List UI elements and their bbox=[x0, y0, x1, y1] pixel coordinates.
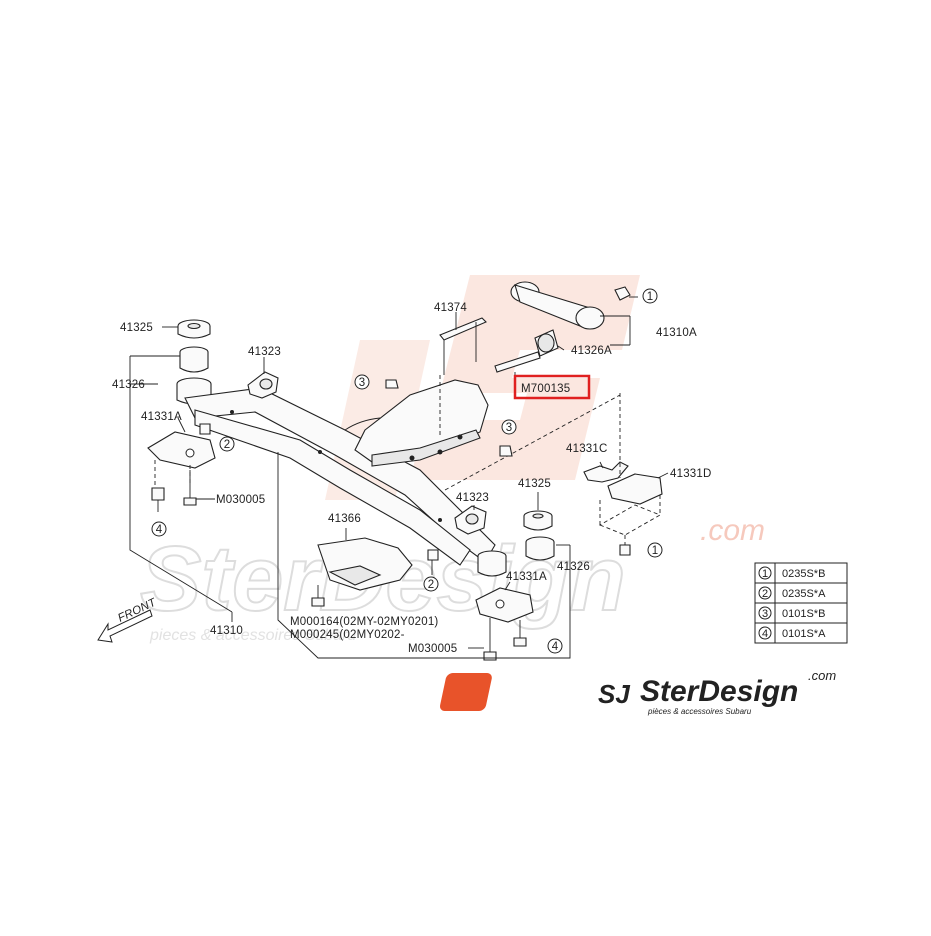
label-41331A-left: 41331A bbox=[141, 411, 182, 423]
svg-text:1: 1 bbox=[762, 568, 768, 580]
logo-badge-letters: SJ bbox=[598, 679, 630, 709]
label-41325-left: 41325 bbox=[120, 322, 153, 334]
label-41326-right: 41326 bbox=[557, 561, 590, 573]
callout-3-left: 3 bbox=[354, 374, 370, 390]
logo-brand: SterDesign bbox=[640, 675, 798, 708]
label-41374: 41374 bbox=[434, 302, 467, 314]
watermark-com: .com bbox=[700, 514, 765, 547]
label-41323-mid: 41323 bbox=[456, 492, 489, 504]
label-41323-top: 41323 bbox=[248, 346, 281, 358]
label-M030005-bottom: M030005 bbox=[408, 643, 457, 655]
right-mount-stack bbox=[477, 510, 555, 577]
bracket-41331D bbox=[598, 473, 663, 548]
callout-1-top: 1 bbox=[642, 288, 658, 304]
highlight-box bbox=[513, 374, 591, 400]
svg-text:4: 4 bbox=[552, 641, 559, 653]
legend-row-4: 4 0101S*A bbox=[758, 626, 826, 640]
svg-text:3: 3 bbox=[762, 608, 768, 620]
svg-text:3: 3 bbox=[506, 422, 513, 434]
label-41366: 41366 bbox=[328, 513, 361, 525]
logo-com: .com bbox=[808, 668, 836, 683]
callout-4-right: 4 bbox=[547, 638, 563, 654]
label-41331A-right: 41331A bbox=[506, 571, 547, 583]
label-41326-left: 41326 bbox=[112, 379, 145, 391]
legend-row-2: 2 0235S*A bbox=[758, 586, 826, 600]
bracket-41374 bbox=[439, 317, 487, 435]
legend-row-3: 3 0101S*B bbox=[758, 606, 825, 620]
label-41331D: 41331D bbox=[670, 468, 711, 480]
bracket-41331C bbox=[583, 461, 629, 483]
label-M030005-left: M030005 bbox=[216, 494, 265, 506]
label-41331C: 41331C bbox=[566, 443, 607, 455]
legend-row-1: 1 0235S*B bbox=[758, 566, 825, 580]
part-labels: 41325 41326 41323 41331A M030005 41374 4… bbox=[112, 302, 711, 655]
svg-text:3: 3 bbox=[359, 377, 366, 389]
svg-text:0101S*B: 0101S*B bbox=[782, 608, 825, 620]
dashed-region-outline bbox=[444, 393, 621, 491]
label-41310A: 41310A bbox=[656, 327, 697, 339]
fastener-legend: 1 0235S*B 2 0235S*A 3 0101S*B 4 0101S*A bbox=[754, 562, 848, 644]
highlighted-part[interactable]: M700135 bbox=[513, 374, 591, 400]
svg-text:0235S*B: 0235S*B bbox=[782, 568, 825, 580]
svg-text:4: 4 bbox=[762, 628, 768, 640]
bushing-41323-left bbox=[247, 371, 279, 399]
svg-text:0235S*A: 0235S*A bbox=[782, 588, 826, 600]
callout-3-right: 3 bbox=[501, 419, 517, 435]
front-arrow-icon bbox=[97, 609, 153, 643]
fasteners bbox=[199, 379, 631, 575]
callout-4-left: 4 bbox=[151, 521, 167, 537]
callout-1-bottom: 1 bbox=[647, 542, 663, 558]
svg-text:2: 2 bbox=[428, 579, 435, 591]
bushing-41323-mid bbox=[454, 505, 487, 535]
callout-2-mid: 2 bbox=[423, 576, 439, 592]
label-41325-right: 41325 bbox=[518, 478, 551, 490]
frame-reference-outline bbox=[129, 356, 571, 659]
svg-text:0101S*A: 0101S*A bbox=[782, 628, 826, 640]
sterdesign-logo[interactable]: SJ SterDesign .com pièces & accessoires … bbox=[439, 668, 836, 716]
svg-text:1: 1 bbox=[647, 291, 654, 303]
label-M700135[interactable]: M700135 bbox=[521, 383, 570, 395]
svg-text:2: 2 bbox=[224, 439, 231, 451]
callout-2-left: 2 bbox=[219, 436, 235, 452]
bracket-41331A-left bbox=[147, 431, 216, 512]
logo-badge bbox=[440, 673, 492, 711]
left-mount-stack bbox=[176, 319, 212, 405]
logo-tagline: pièces & accessoires Subaru bbox=[647, 707, 752, 716]
rear-member-41310A bbox=[494, 281, 631, 373]
svg-text:1: 1 bbox=[652, 545, 659, 557]
label-M000245: M000245(02MY0202- bbox=[290, 629, 405, 641]
watermark-tagline: pieces & accessoires Subaru bbox=[149, 627, 356, 644]
label-M000164: M000164(02MY-02MY0201) bbox=[290, 616, 438, 628]
svg-text:4: 4 bbox=[156, 524, 163, 536]
center-cover bbox=[354, 379, 489, 467]
label-41310: 41310 bbox=[210, 625, 243, 637]
callouts: 1 3 2 3 4 1 2 4 bbox=[151, 288, 663, 654]
bracket-41366 bbox=[311, 537, 413, 607]
label-41326A: 41326A bbox=[571, 345, 612, 357]
svg-text:2: 2 bbox=[762, 588, 768, 600]
